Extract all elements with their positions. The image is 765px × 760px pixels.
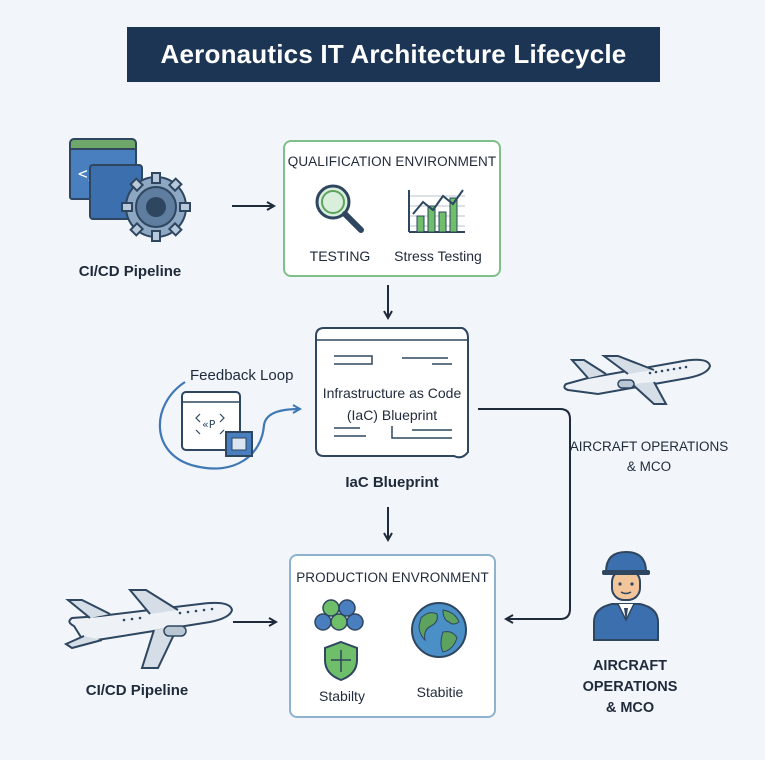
cicd-pipeline-label-top: CI/CD Pipeline: [78, 263, 182, 280]
production-environment-title: PRODUCTION ENVRONMENT: [296, 570, 489, 585]
iac-blueprint-doc-line2: (IaC) Blueprint: [346, 407, 438, 423]
iac-blueprint-doc-line1: Infrastructure as Code: [322, 385, 462, 401]
production-item-stabilty: Stabilty: [319, 688, 365, 704]
aircraft-operations-top-line1: AIRCRAFT OPERATIONS: [569, 439, 729, 454]
aircraft-operations-label-top: AIRCRAFT OPERATIONS & MCO: [568, 437, 730, 477]
qualification-item-stress-testing: Stress Testing: [394, 248, 482, 264]
code-window-gear-icon: </>: [69, 138, 191, 242]
production-item-stabitie: Stabitie: [416, 684, 464, 700]
aircraft-operations-top-line2: & MCO: [626, 459, 672, 474]
page-title: Aeronautics IT Architecture Lifecycle: [127, 27, 660, 82]
aircraft-operations-label-bottom: AIRCRAFT OPERATIONS & MCO: [575, 656, 685, 719]
iac-blueprint-doc-text: Infrastructure as Code (IaC) Blueprint: [312, 382, 472, 426]
magnifier-icon: [315, 184, 364, 233]
technician-avatar-icon: [593, 550, 659, 641]
airplane-icon-top: [563, 355, 712, 405]
qualification-item-testing: TESTING: [309, 248, 371, 264]
arrow-blueprint-to-production-side: [478, 408, 571, 619]
aircraft-operations-bottom-line3: & MCO: [605, 700, 655, 716]
qualification-environment-title: QUALIFICATION ENVIRONMENT: [287, 154, 497, 169]
iac-blueprint-document-icon: [315, 327, 469, 459]
qualification-environment-box: QUALIFICATION ENVIRONMENT TESTING Stress…: [283, 140, 501, 277]
cicd-pipeline-label-bottom: CI/CD Pipeline: [85, 682, 189, 699]
feedback-document-icon: «P: [181, 391, 253, 457]
bar-chart-icon: [408, 189, 465, 233]
feedback-loop-arc: [158, 381, 300, 470]
cluster-icon: [314, 599, 364, 631]
iac-blueprint-caption: IaC Blueprint: [345, 474, 439, 491]
globe-icon: [411, 602, 467, 658]
shield-icon: [324, 640, 358, 682]
feedback-loop-label: Feedback Loop: [190, 367, 294, 384]
aircraft-operations-bottom-line1: AIRCRAFT: [592, 658, 668, 674]
svg-text:«P: «P: [202, 418, 216, 431]
airplane-icon-bottom: [63, 589, 234, 669]
production-environment-box: PRODUCTION ENVRONMENT Stabilty Stabitie: [289, 554, 496, 718]
aircraft-operations-bottom-line2: OPERATIONS: [582, 679, 678, 695]
